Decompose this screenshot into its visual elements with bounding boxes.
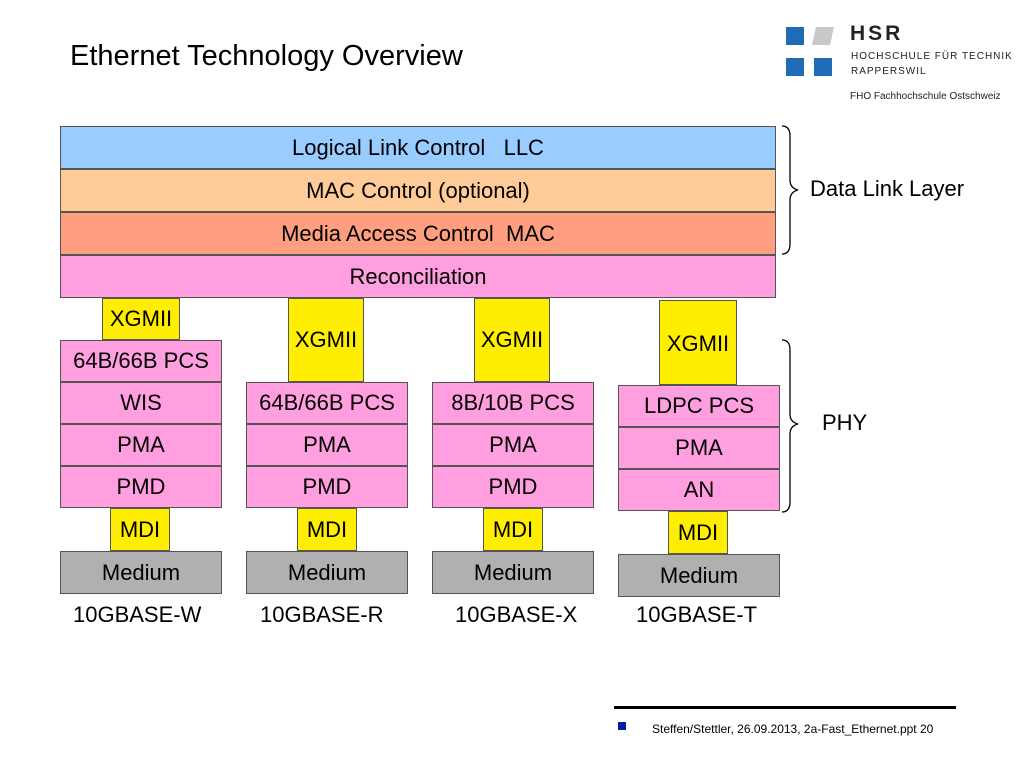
sublayer-box: 64B/66B PCS bbox=[246, 382, 408, 424]
logo-square bbox=[786, 27, 804, 45]
logo-line2: RAPPERSWIL bbox=[851, 66, 927, 77]
sublayer-box: PMD bbox=[60, 466, 222, 508]
logo-line3: FHO Fachhochschule Ostschweiz bbox=[850, 91, 1001, 102]
medium-box: Medium bbox=[246, 551, 408, 594]
llc-layer: Logical Link Control LLC bbox=[60, 126, 776, 169]
stack-name: 10GBASE-R bbox=[260, 602, 384, 627]
xgmii-interface: XGMII bbox=[659, 300, 737, 385]
mdi-interface: MDI bbox=[483, 508, 543, 551]
mdi-interface: MDI bbox=[110, 508, 170, 551]
xgmii-interface: XGMII bbox=[102, 298, 180, 340]
stack-name: 10GBASE-W bbox=[73, 602, 202, 627]
logo-line1: HOCHSCHULE FÜR TECHNIK bbox=[851, 51, 1013, 62]
medium-box: Medium bbox=[60, 551, 222, 594]
slide-title: Ethernet Technology Overview bbox=[70, 40, 463, 72]
mdi-interface: MDI bbox=[297, 508, 357, 551]
logo-square bbox=[814, 58, 832, 76]
sublayer-box: PMA bbox=[246, 424, 408, 466]
phy-label: PHY bbox=[822, 410, 868, 435]
sublayer-box: WIS bbox=[60, 382, 222, 424]
xgmii-interface: XGMII bbox=[288, 298, 364, 382]
stack-name: 10GBASE-X bbox=[455, 602, 578, 627]
sublayer-box: PMA bbox=[432, 424, 594, 466]
xgmii-interface: XGMII bbox=[474, 298, 550, 382]
sublayer-box: PMD bbox=[246, 466, 408, 508]
sublayer-box: PMA bbox=[60, 424, 222, 466]
reconciliation-layer: Reconciliation bbox=[60, 255, 776, 298]
medium-box: Medium bbox=[618, 554, 780, 597]
logo-name: HSR bbox=[850, 22, 904, 45]
mdi-interface: MDI bbox=[668, 511, 728, 554]
phy-bracket bbox=[781, 339, 799, 513]
footer-text: Steffen/Stettler, 26.09.2013, 2a-Fast_Et… bbox=[652, 722, 934, 736]
mac-control-layer: MAC Control (optional) bbox=[60, 169, 776, 212]
mac-layer: Media Access Control MAC bbox=[60, 212, 776, 255]
footer-bullet bbox=[618, 722, 626, 730]
data-link-layer-label: Data Link Layer bbox=[810, 176, 965, 201]
footer-divider bbox=[614, 706, 956, 709]
sublayer-box: PMA bbox=[618, 427, 780, 469]
data-link-bracket bbox=[781, 125, 799, 255]
logo-square bbox=[812, 27, 834, 45]
medium-box: Medium bbox=[432, 551, 594, 594]
sublayer-box: 64B/66B PCS bbox=[60, 340, 222, 382]
logo-square bbox=[786, 58, 804, 76]
sublayer-box: AN bbox=[618, 469, 780, 511]
stack-name: 10GBASE-T bbox=[636, 602, 758, 627]
sublayer-box: LDPC PCS bbox=[618, 385, 780, 427]
sublayer-box: PMD bbox=[432, 466, 594, 508]
sublayer-box: 8B/10B PCS bbox=[432, 382, 594, 424]
